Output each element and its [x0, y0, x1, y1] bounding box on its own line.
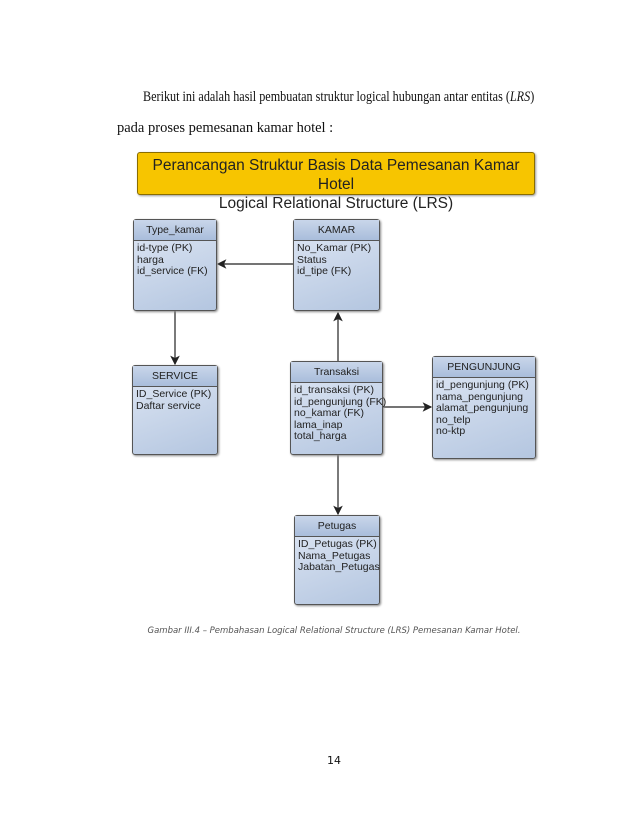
entity-field: Status [297, 253, 327, 266]
entity-field: no-ktp [436, 425, 466, 437]
entity-field: alamat_pengunjung [436, 402, 529, 414]
entity-header: Petugas [295, 516, 379, 537]
entity-field: id_pengunjung (FK) [294, 395, 387, 408]
entity-field: id_transaksi (PK) [294, 384, 374, 396]
figure-caption: Gambar III.4 – Pembahasan Logical Relati… [147, 626, 521, 636]
entity-field: no_kamar (FK) [294, 407, 365, 419]
entity-field: Jabatan_Petugas [298, 561, 380, 573]
diagram-title-line-2: Logical Relational Structure (LRS) [218, 195, 454, 212]
entity-field: ID_Service (PK) [136, 388, 212, 400]
entity-field: No_Kamar (PK) [297, 242, 372, 254]
entity-field: Daftar service [136, 399, 201, 412]
entity-field: id_service (FK) [137, 265, 208, 277]
entity-field: harga [137, 253, 164, 266]
paragraph-line-1-emphasis: LRS [509, 89, 531, 105]
entity-field: id_tipe (FK) [297, 265, 352, 277]
diagram-title: Perancangan Struktur Basis Data Pemesana… [137, 152, 535, 212]
paragraph-line-2: pada proses pemesanan kamar hotel : [117, 120, 334, 136]
entity-field: Nama_Petugas [298, 549, 371, 562]
entity-fields: ID_Service (PK)Daftar service [133, 387, 217, 414]
paragraph-line-1: Berikut ini adalah hasil pembuatan struk… [143, 88, 534, 106]
entity-field: lama_inap [294, 418, 343, 431]
entity-header: Transaksi [291, 362, 382, 383]
paragraph-line-1-text: Berikut ini adalah hasil pembuatan struk… [143, 89, 510, 105]
page-number: 14 [327, 754, 341, 767]
paragraph-line-1-end: ) [530, 89, 535, 105]
entity-field: total_harga [294, 430, 347, 442]
entity-fields: id_transaksi (PK)id_pengunjung (FK)no_ka… [291, 383, 387, 445]
entity-header: Type_kamar [134, 220, 216, 241]
entity-header: SERVICE [133, 366, 217, 387]
entity-field: nama_pengunjung [436, 390, 523, 403]
diagram-title-line-1: Perancangan Struktur Basis Data Pemesana… [152, 157, 520, 193]
entity-field: ID_Petugas (PK) [298, 538, 377, 550]
entity-field: id_pengunjung (PK) [436, 379, 529, 391]
entity-field: id-type (PK) [137, 242, 193, 254]
entity-field: no_telp [436, 413, 471, 426]
entity-header: KAMAR [294, 220, 379, 241]
entity-header: PENGUNJUNG [433, 357, 535, 378]
